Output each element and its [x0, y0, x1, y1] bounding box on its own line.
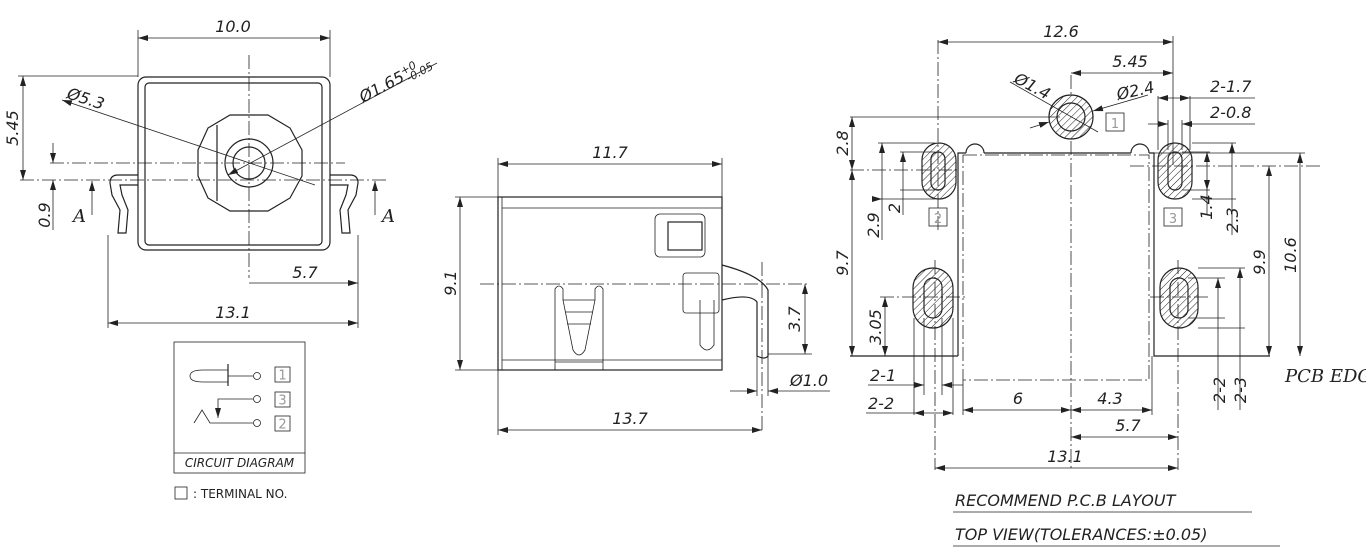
dim-slot-inner-w: 2-0.8	[1210, 103, 1251, 122]
dim-left: 6	[1013, 389, 1023, 408]
dim-half: 5.7	[292, 263, 318, 282]
pin-lead	[721, 264, 769, 359]
dim-pin-dia: Ø1.65+0-0.05	[355, 52, 436, 109]
dim-pin-dia: Ø1.0	[789, 371, 828, 390]
dim-body: 11.7	[592, 143, 628, 162]
dim-br-outer: 2-3	[1231, 377, 1250, 403]
center-pin	[232, 146, 266, 180]
socket-face	[197, 114, 303, 212]
pcb-terminal-3: 3	[1169, 212, 1177, 227]
dim-outer-dia: Ø5.3	[64, 83, 107, 113]
dim-height: 9.1	[441, 270, 460, 295]
dim-center: 5.45	[1112, 52, 1148, 71]
slot-mount-right	[1159, 267, 1199, 329]
housing-outline	[137, 76, 331, 251]
dim-slot-inner-h: 2	[885, 203, 904, 213]
terminal-label-2: 2	[278, 418, 286, 433]
circuit-diagram: 1 3 2 CIRCUIT DIAGRAM : TERMINAL NO.	[173, 341, 306, 501]
dim-total: 13.7	[612, 409, 648, 428]
layout-title: RECOMMEND P.C.B LAYOUT	[955, 491, 1177, 510]
dim-offset: 0.9	[35, 202, 54, 227]
pcb-layout: 1 2 3 12.6 5.45 Ø1.4 Ø2.4 2-1.7 2-0.8 2.…	[833, 22, 1366, 547]
dim-10-6: 10.6	[1281, 237, 1300, 273]
dim-right: 4.3	[1097, 389, 1122, 408]
dim-slot-outer-h: 2.9	[864, 212, 883, 237]
pcb-edge-label: PCB EDGE	[1284, 366, 1366, 387]
dim-width: 10.0	[215, 17, 251, 36]
terminal-legend: : TERMINAL NO.	[193, 487, 287, 501]
dim-slot-outer-w: 2-1.7	[1210, 77, 1252, 96]
terminal-label-1: 1	[278, 369, 286, 384]
layout-subtitle: TOP VIEW(TOLERANCES:±0.05)	[955, 525, 1207, 544]
dim-hole-outer: Ø2.4	[1114, 77, 1156, 104]
housing-inner	[144, 82, 323, 246]
terminal-label-3: 3	[278, 394, 286, 409]
circuit-caption: CIRCUIT DIAGRAM	[185, 456, 295, 470]
right-leg	[330, 174, 359, 234]
component-outline	[850, 152, 1270, 357]
pcb-terminal-1: 1	[1111, 117, 1119, 132]
dim-top: 2.8	[833, 130, 852, 155]
dim-left-height: 9.7	[833, 249, 852, 275]
dim-bl-outer: 2-2	[868, 394, 894, 413]
center-pin-ring	[224, 138, 274, 188]
dim-bl-inner: 2-1	[870, 366, 896, 385]
dim-total: 13.1	[1047, 447, 1083, 466]
dim-br-inner: 2-2	[1210, 377, 1229, 403]
dim-bottom-slot: 3.05	[866, 309, 885, 345]
slot-terminal-2	[921, 142, 957, 200]
side-body	[497, 196, 723, 371]
left-leg	[109, 174, 138, 234]
dim-half: 5.7	[1115, 416, 1141, 435]
section-label-right: A	[380, 206, 395, 227]
dim-hole-inner: Ø1.4	[1010, 68, 1053, 103]
front-view: 10.0 5.45 0.9 Ø5.3 Ø1.65+0-0.05 A A 5.7 …	[3, 17, 438, 328]
pcb-terminal-2: 2	[934, 212, 942, 227]
dim-r-inner-h: 1.4	[1197, 194, 1216, 219]
side-view: 11.7 9.1 3.7 Ø1.0 13.7	[441, 143, 830, 435]
dim-height: 5.45	[3, 110, 22, 146]
slot-terminal-3	[1157, 142, 1193, 200]
slot-mount-left	[912, 267, 954, 329]
terminal-legend-box	[174, 486, 188, 500]
dim-total: 13.1	[215, 303, 251, 322]
dim-r-outer-h: 2.3	[1223, 207, 1242, 232]
dim-9-9: 9.9	[1250, 249, 1269, 274]
dim-pin-height: 3.7	[785, 305, 804, 331]
dim-width: 12.6	[1043, 22, 1079, 41]
section-label-left: A	[71, 206, 86, 227]
